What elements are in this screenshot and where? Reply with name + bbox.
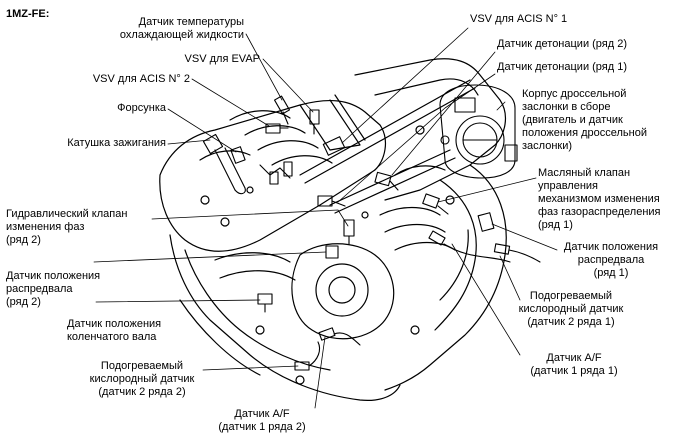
label-line: изменения фаз	[6, 221, 85, 233]
label-vsv-acis-1: VSV для ACIS N° 1	[470, 13, 568, 25]
cam-sensor-bank1-drawing	[477, 212, 495, 232]
label-line: Датчик положения	[67, 318, 162, 330]
label-line: распредвала	[6, 283, 73, 295]
coolant-temp-sensor-drawing	[273, 95, 291, 125]
label-line: механизмом изменения	[538, 193, 660, 205]
vsv-acis1-drawing	[322, 136, 346, 156]
label-line: Корпус дроссельной	[522, 88, 627, 100]
label-line: Подогреваемый	[529, 290, 613, 302]
label-line: Датчик A/F	[546, 352, 602, 364]
label-crank-sensor: Датчик положения коленчатого вала	[67, 318, 161, 344]
label-knock-sensor-bank1: Датчик детонации (ряд 1)	[497, 61, 628, 73]
vsv-acis2-drawing	[265, 123, 289, 134]
label-line: Датчик температуры	[138, 16, 244, 28]
label-line: заслонки)	[522, 140, 573, 152]
label-knock-sensor-bank2: Датчик детонации (ряд 2)	[497, 38, 628, 50]
o2-sensor-bank2-drawing	[294, 341, 321, 371]
label-af-sensor-bank1: Датчик A/F (датчик 1 ряда 1)	[512, 352, 636, 378]
engine-block-outline	[159, 58, 507, 401]
cam-sensor-bank2-drawing	[325, 245, 339, 259]
label-line: (датчик 1 ряда 1)	[530, 365, 618, 377]
label-throttle-body: Корпус дроссельной заслонки в сборе (дви…	[522, 88, 647, 153]
label-line: Масляный клапан	[538, 167, 631, 179]
af-sensor-bank1-drawing	[493, 243, 541, 263]
label-line: Подогреваемый	[100, 360, 184, 372]
label-af-sensor-bank2: Датчик A/F (датчик 1 ряда 2)	[204, 408, 320, 434]
label-injector: Форсунка	[117, 102, 166, 114]
af-sensor-bank2-drawing	[318, 327, 361, 346]
label-line: коленчатого вала	[67, 331, 157, 343]
label-line: положения дроссельной	[522, 127, 647, 139]
label-line: Гидравлический клапан	[6, 208, 128, 220]
hydraulic-valve-bank2-drawing	[343, 219, 355, 245]
injector-drawing	[230, 146, 293, 185]
leader-lines	[93, 27, 558, 409]
label-line: Датчик положения	[6, 270, 101, 282]
label-line: распредвала	[577, 254, 645, 266]
crank-sensor-drawing	[257, 293, 273, 313]
label-cam-sensor-bank2: Датчик положения распредвала (ряд 2)	[6, 270, 100, 309]
ocv-bank1-drawing	[422, 193, 449, 215]
ignition-coil-drawing	[202, 133, 246, 195]
o2-sensor-bank1-drawing	[428, 230, 511, 263]
label-line: (датчик 2 ряда 1)	[527, 316, 615, 328]
label-line: охлаждающей жидкости	[119, 29, 244, 41]
label-line: (ряд 2)	[6, 296, 41, 308]
label-line: (датчик 2 ряда 2)	[98, 386, 186, 398]
label-line: (двигатель и датчик	[522, 114, 623, 126]
vsv-evap-drawing	[309, 109, 320, 135]
label-line: (ряд 2)	[6, 234, 41, 246]
label-ignition-coil: Катушка зажигания	[67, 137, 166, 149]
label-vsv-acis-2: VSV для ACIS N° 2	[92, 73, 190, 85]
label-line: управления	[538, 180, 598, 192]
label-line: (ряд 1)	[538, 219, 573, 231]
diagram-title: 1MZ-FE:	[6, 8, 50, 20]
throttle-body-drawing	[439, 84, 518, 179]
label-line: (ряд 1)	[593, 267, 629, 279]
label-cam-sensor-bank1: Датчик положения распредвала (ряд 1)	[553, 241, 669, 280]
label-line: Датчик A/F	[234, 408, 290, 420]
label-heated-o2-bank2-sensor2: Подогреваемый кислородный датчик (датчик…	[82, 360, 202, 399]
label-line: Датчик положения	[563, 241, 659, 253]
label-ocv-bank1: Масляный клапан управления механизмом из…	[538, 167, 661, 232]
label-heated-o2-bank1-sensor2: Подогреваемый кислородный датчик (датчик…	[506, 290, 636, 329]
label-line: (датчик 1 ряда 2)	[218, 421, 306, 433]
label-line: кислородный датчик	[518, 303, 624, 315]
label-hydraulic-valve-bank2: Гидравлический клапан изменения фаз (ряд…	[6, 208, 127, 247]
knock-sensor-drawing	[317, 171, 399, 207]
label-coolant-temp-sensor: Датчик температуры охлаждающей жидкости	[80, 16, 244, 42]
label-line: фаз газораспределения	[538, 206, 661, 218]
label-line: кислородный датчик	[89, 373, 195, 385]
label-vsv-evap: VSV для EVAP	[184, 53, 260, 65]
label-line: заслонки в сборе	[522, 101, 611, 113]
